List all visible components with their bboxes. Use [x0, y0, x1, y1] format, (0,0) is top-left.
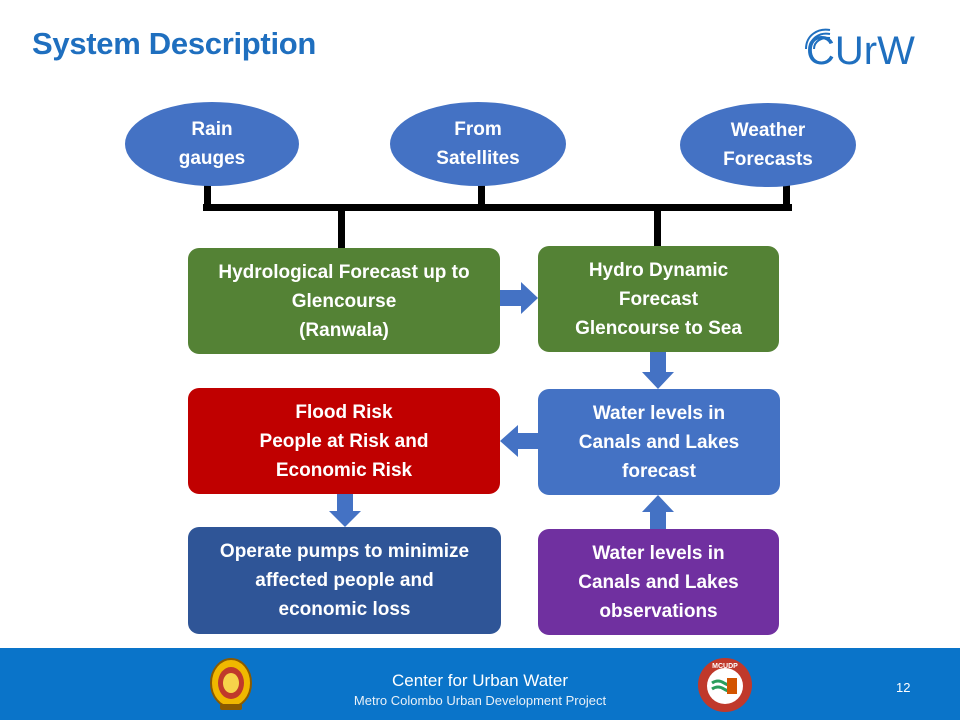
footer-bar	[0, 648, 960, 720]
connector-to-hydrological	[338, 208, 345, 248]
source-weather-forecasts: Weather Forecasts	[680, 103, 856, 187]
sri-lanka-emblem	[208, 656, 254, 714]
connector-satellites	[478, 182, 485, 208]
arrow-left-water-forecast-to-flood-risk	[500, 425, 538, 457]
box-hydrological-forecast: Hydrological Forecast up to Glencourse (…	[188, 248, 500, 354]
mcudp-logo: MCUDP	[696, 656, 754, 714]
connector-weather	[783, 182, 790, 208]
connector-horizontal	[203, 204, 792, 211]
source-rain-gauges: Rain gauges	[125, 102, 299, 186]
arrow-down-flood-risk-to-pumps	[329, 494, 361, 527]
box-water-levels-forecast: Water levels in Canals and Lakes forecas…	[538, 389, 780, 495]
slide-title: System Description	[32, 26, 317, 61]
logo-text: CUrW	[806, 29, 915, 73]
footer-title: Center for Urban Water	[391, 671, 569, 690]
page-number: 12	[896, 680, 911, 695]
box-water-levels-observations: Water levels in Canals and Lakes observa…	[538, 529, 779, 635]
curw-logo: CUrW	[800, 24, 944, 74]
box-operate-pumps: Operate pumps to minimize affected peopl…	[188, 527, 501, 634]
box-flood-risk: Flood Risk People at Risk and Economic R…	[188, 388, 500, 494]
connector-to-hydrodynamic	[654, 208, 661, 246]
footer-subtitle: Metro Colombo Urban Development Project	[353, 693, 607, 708]
mcudp-badge-text: MCUDP	[712, 663, 738, 670]
arrow-right-hydrological-to-hydrodynamic	[500, 282, 538, 314]
source-satellites: From Satellites	[390, 102, 566, 186]
arrow-down-hydrodynamic-to-water-forecast	[642, 352, 674, 389]
box-hydrodynamic-forecast: Hydro Dynamic Forecast Glencourse to Sea	[538, 246, 779, 352]
connector-rain	[204, 182, 211, 208]
arrow-up-observations-to-water-forecast	[642, 495, 674, 529]
